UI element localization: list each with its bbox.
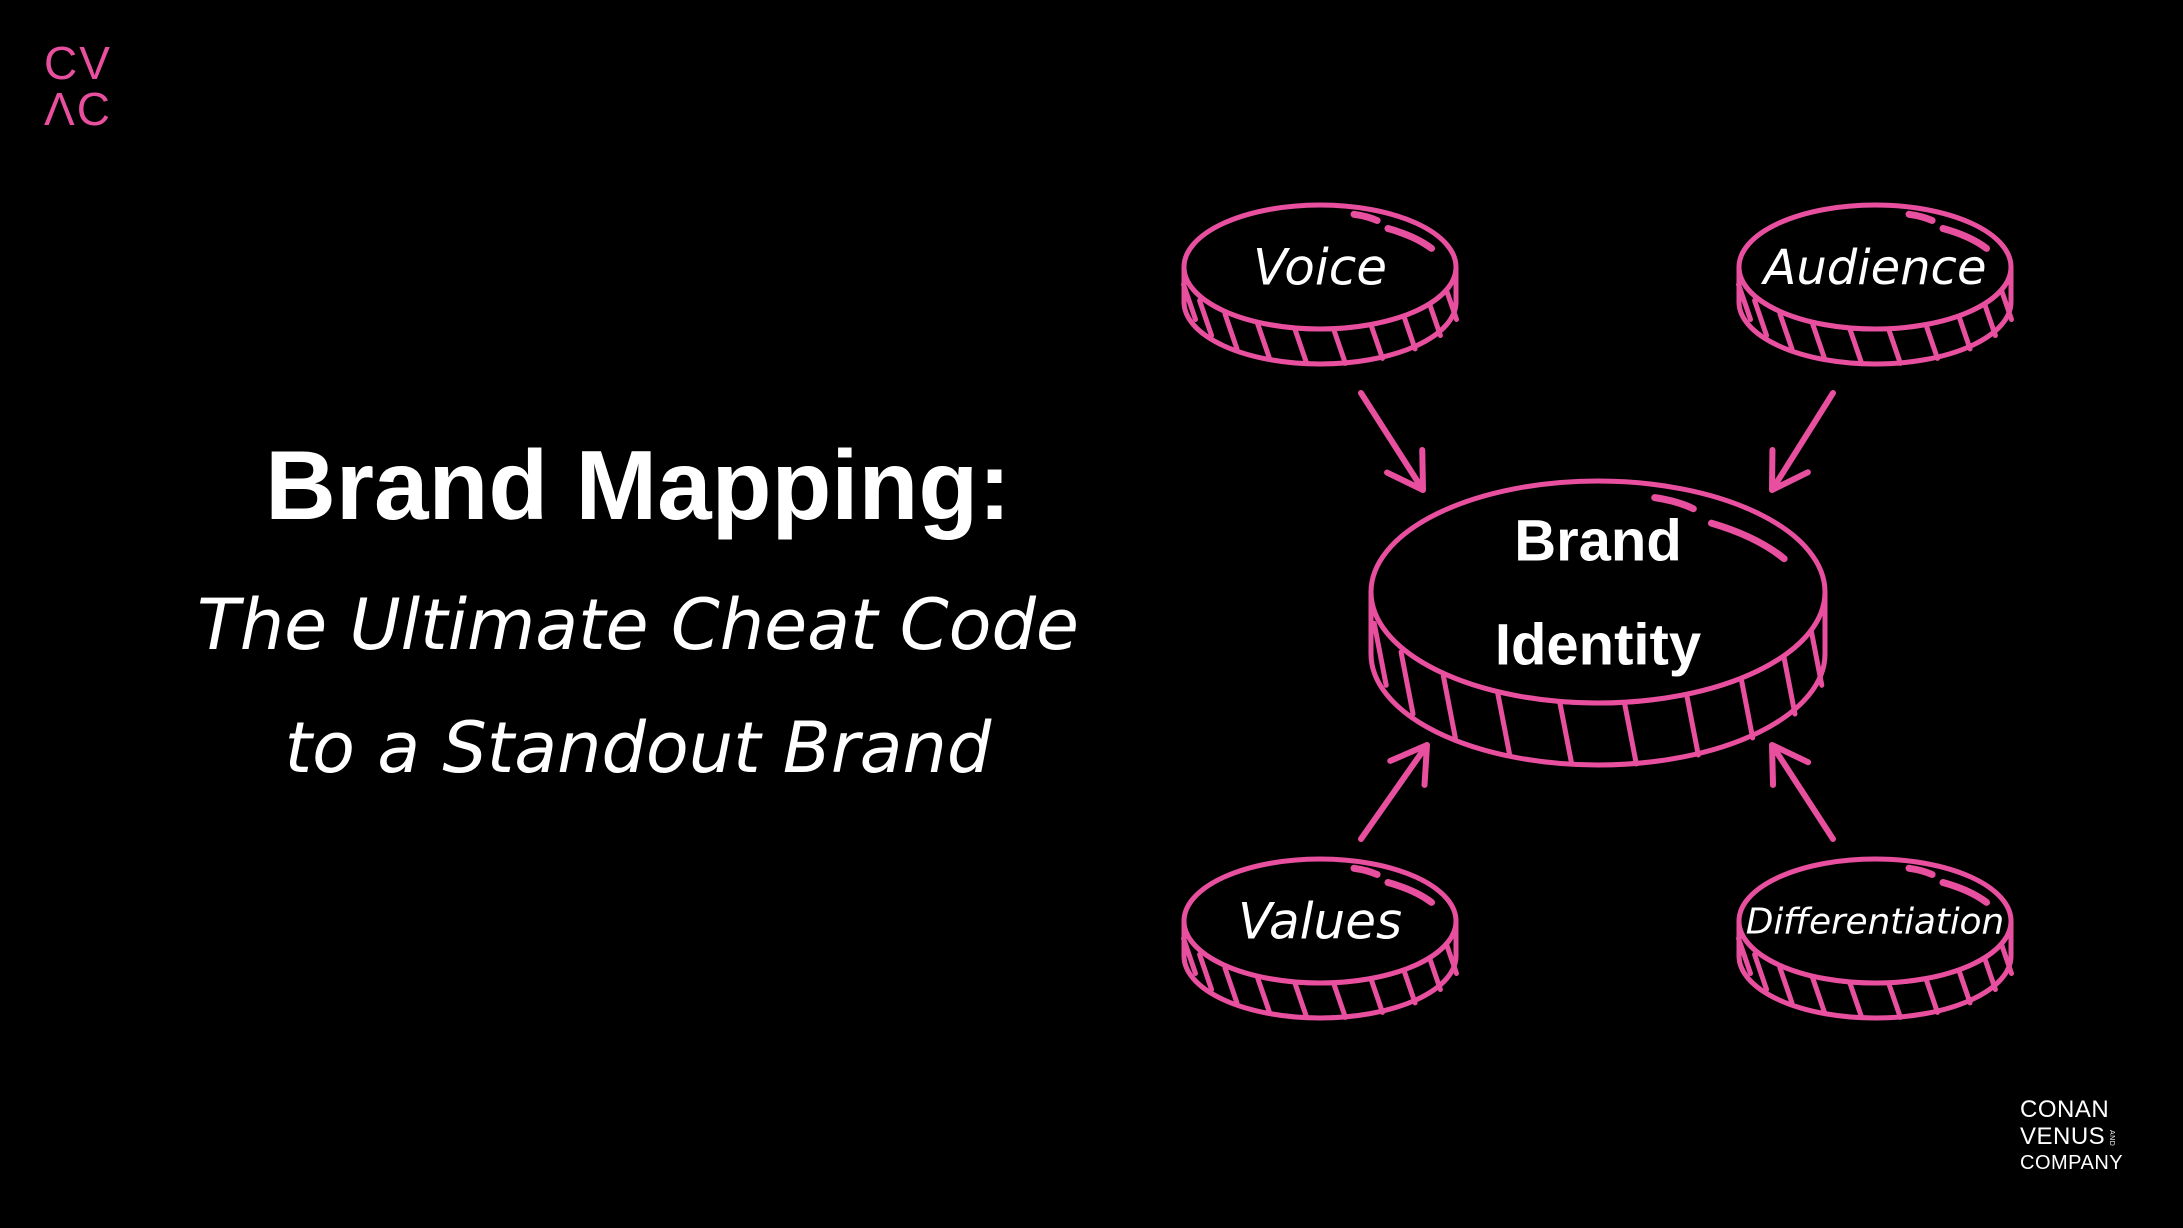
coin-highlight [1350,864,1381,878]
coin-hatch [1222,311,1240,352]
coin-hatch [1847,979,1865,1020]
coin-hatch [1777,965,1795,1006]
coin-label: Identity [1495,612,1701,677]
coin-hatch [1955,965,1973,1006]
company-logo-line-1: CONAN [2020,1096,2110,1123]
coin-hatch [1255,974,1273,1015]
coin-rim [1736,918,2014,1021]
coin-hatch [1292,325,1310,366]
arrow-audience-to-identity [1769,390,1836,493]
coin-hatch [1847,325,1865,366]
coin-rim [1736,264,2014,367]
audience-coin: Audience [1736,202,2014,367]
coin-highlight [1651,494,1697,513]
coin-hatch [1885,325,1903,366]
logo-line-1: CV [44,37,112,89]
coin-hatch [1292,979,1310,1020]
coin-label: Differentiation [1746,902,2004,943]
coin-hatch [1330,325,1348,366]
coin-hatch [1922,974,1940,1015]
coin-hatch [1197,952,1215,993]
coin-hatch [1181,935,1199,976]
coin-rim [1181,264,1459,367]
coin-highlight [1384,879,1436,906]
coin-highlight [1939,225,1991,252]
coin-highlight [1708,519,1788,563]
coin-face [1368,478,1828,706]
arrow-path [1358,390,1426,493]
coin-hatch [1922,320,1940,361]
coin-hatch [1371,620,1389,688]
subtitle-line-2: to a Standout Brand [284,707,992,789]
values-coin: Values [1181,856,1459,1021]
coin-rim [1181,918,1459,1021]
arrow-voice-to-identity [1358,390,1426,493]
coin-hatch [1621,699,1639,767]
coin-hatch [1557,699,1575,767]
arrow-path [1769,742,1836,842]
coin-hatch [1736,281,1754,322]
company-logo-line-3: COMPANY [2020,1152,2124,1174]
coin-hatch [1780,649,1798,717]
coin-hatch [1980,298,1998,339]
coin-hatch [1425,298,1443,339]
logo-line-2: ΛC [44,83,112,135]
coin-hatch [1736,935,1754,976]
coin-face [1736,202,2014,332]
coin-face [1736,856,2014,986]
coin-hatch [1425,952,1443,993]
coin-highlight [1350,210,1381,224]
cvac-logo: CV ΛC [44,40,124,132]
arrow-differentiation-to-identity [1769,742,1836,842]
coin-hatch [1885,979,1903,1020]
coin-hatch [1752,298,1770,339]
coin-highlight [1939,879,1991,906]
coin-highlight [1384,225,1436,252]
company-logo-venus: VENUS [2020,1123,2106,1150]
page-title: Brand Mapping: [265,430,1011,540]
coin-hatch [1810,320,1828,361]
coin-hatch [1683,690,1701,758]
coin-hatch [1440,673,1458,741]
coin-label: Voice [1253,239,1387,297]
coin-label: Audience [1761,240,1987,296]
arrow-values-to-identity [1358,742,1430,842]
coin-hatch [1752,952,1770,993]
differentiation-coin: Differentiation [1736,856,2014,1021]
coin-hatch [1980,952,1998,993]
coin-hatch [1777,311,1795,352]
coin-hatch [1738,673,1756,741]
coin-hatch [1197,298,1215,339]
coin-face [1181,202,1459,332]
coin-hatch [1810,974,1828,1015]
coin-label: Values [1238,893,1402,951]
coin-hatch [1400,965,1418,1006]
arrow-path [1769,390,1836,493]
coin-highlight [1905,210,1936,224]
coin-rim [1368,589,1828,768]
coin-hatch [1181,281,1199,322]
coin-hatch [1398,649,1416,717]
coin-hatch [1955,311,1973,352]
coin-hatch [1807,620,1825,688]
coin-hatch [1495,690,1513,758]
voice-coin: Voice [1181,202,1459,367]
arrow-path [1358,742,1430,842]
coin-face [1181,856,1459,986]
coin-hatch [1367,320,1385,361]
company-logo-and: AND [2108,1129,2116,1146]
coin-hatch [1400,311,1418,352]
coin-hatch [1255,320,1273,361]
subtitle-line-1: The Ultimate Cheat Code [197,584,1079,666]
coin-highlight [1905,864,1936,878]
coin-hatch [1222,965,1240,1006]
coin-hatch [1367,974,1385,1015]
coin-hatch [1330,979,1348,1020]
coin-label: Brand [1514,508,1682,573]
